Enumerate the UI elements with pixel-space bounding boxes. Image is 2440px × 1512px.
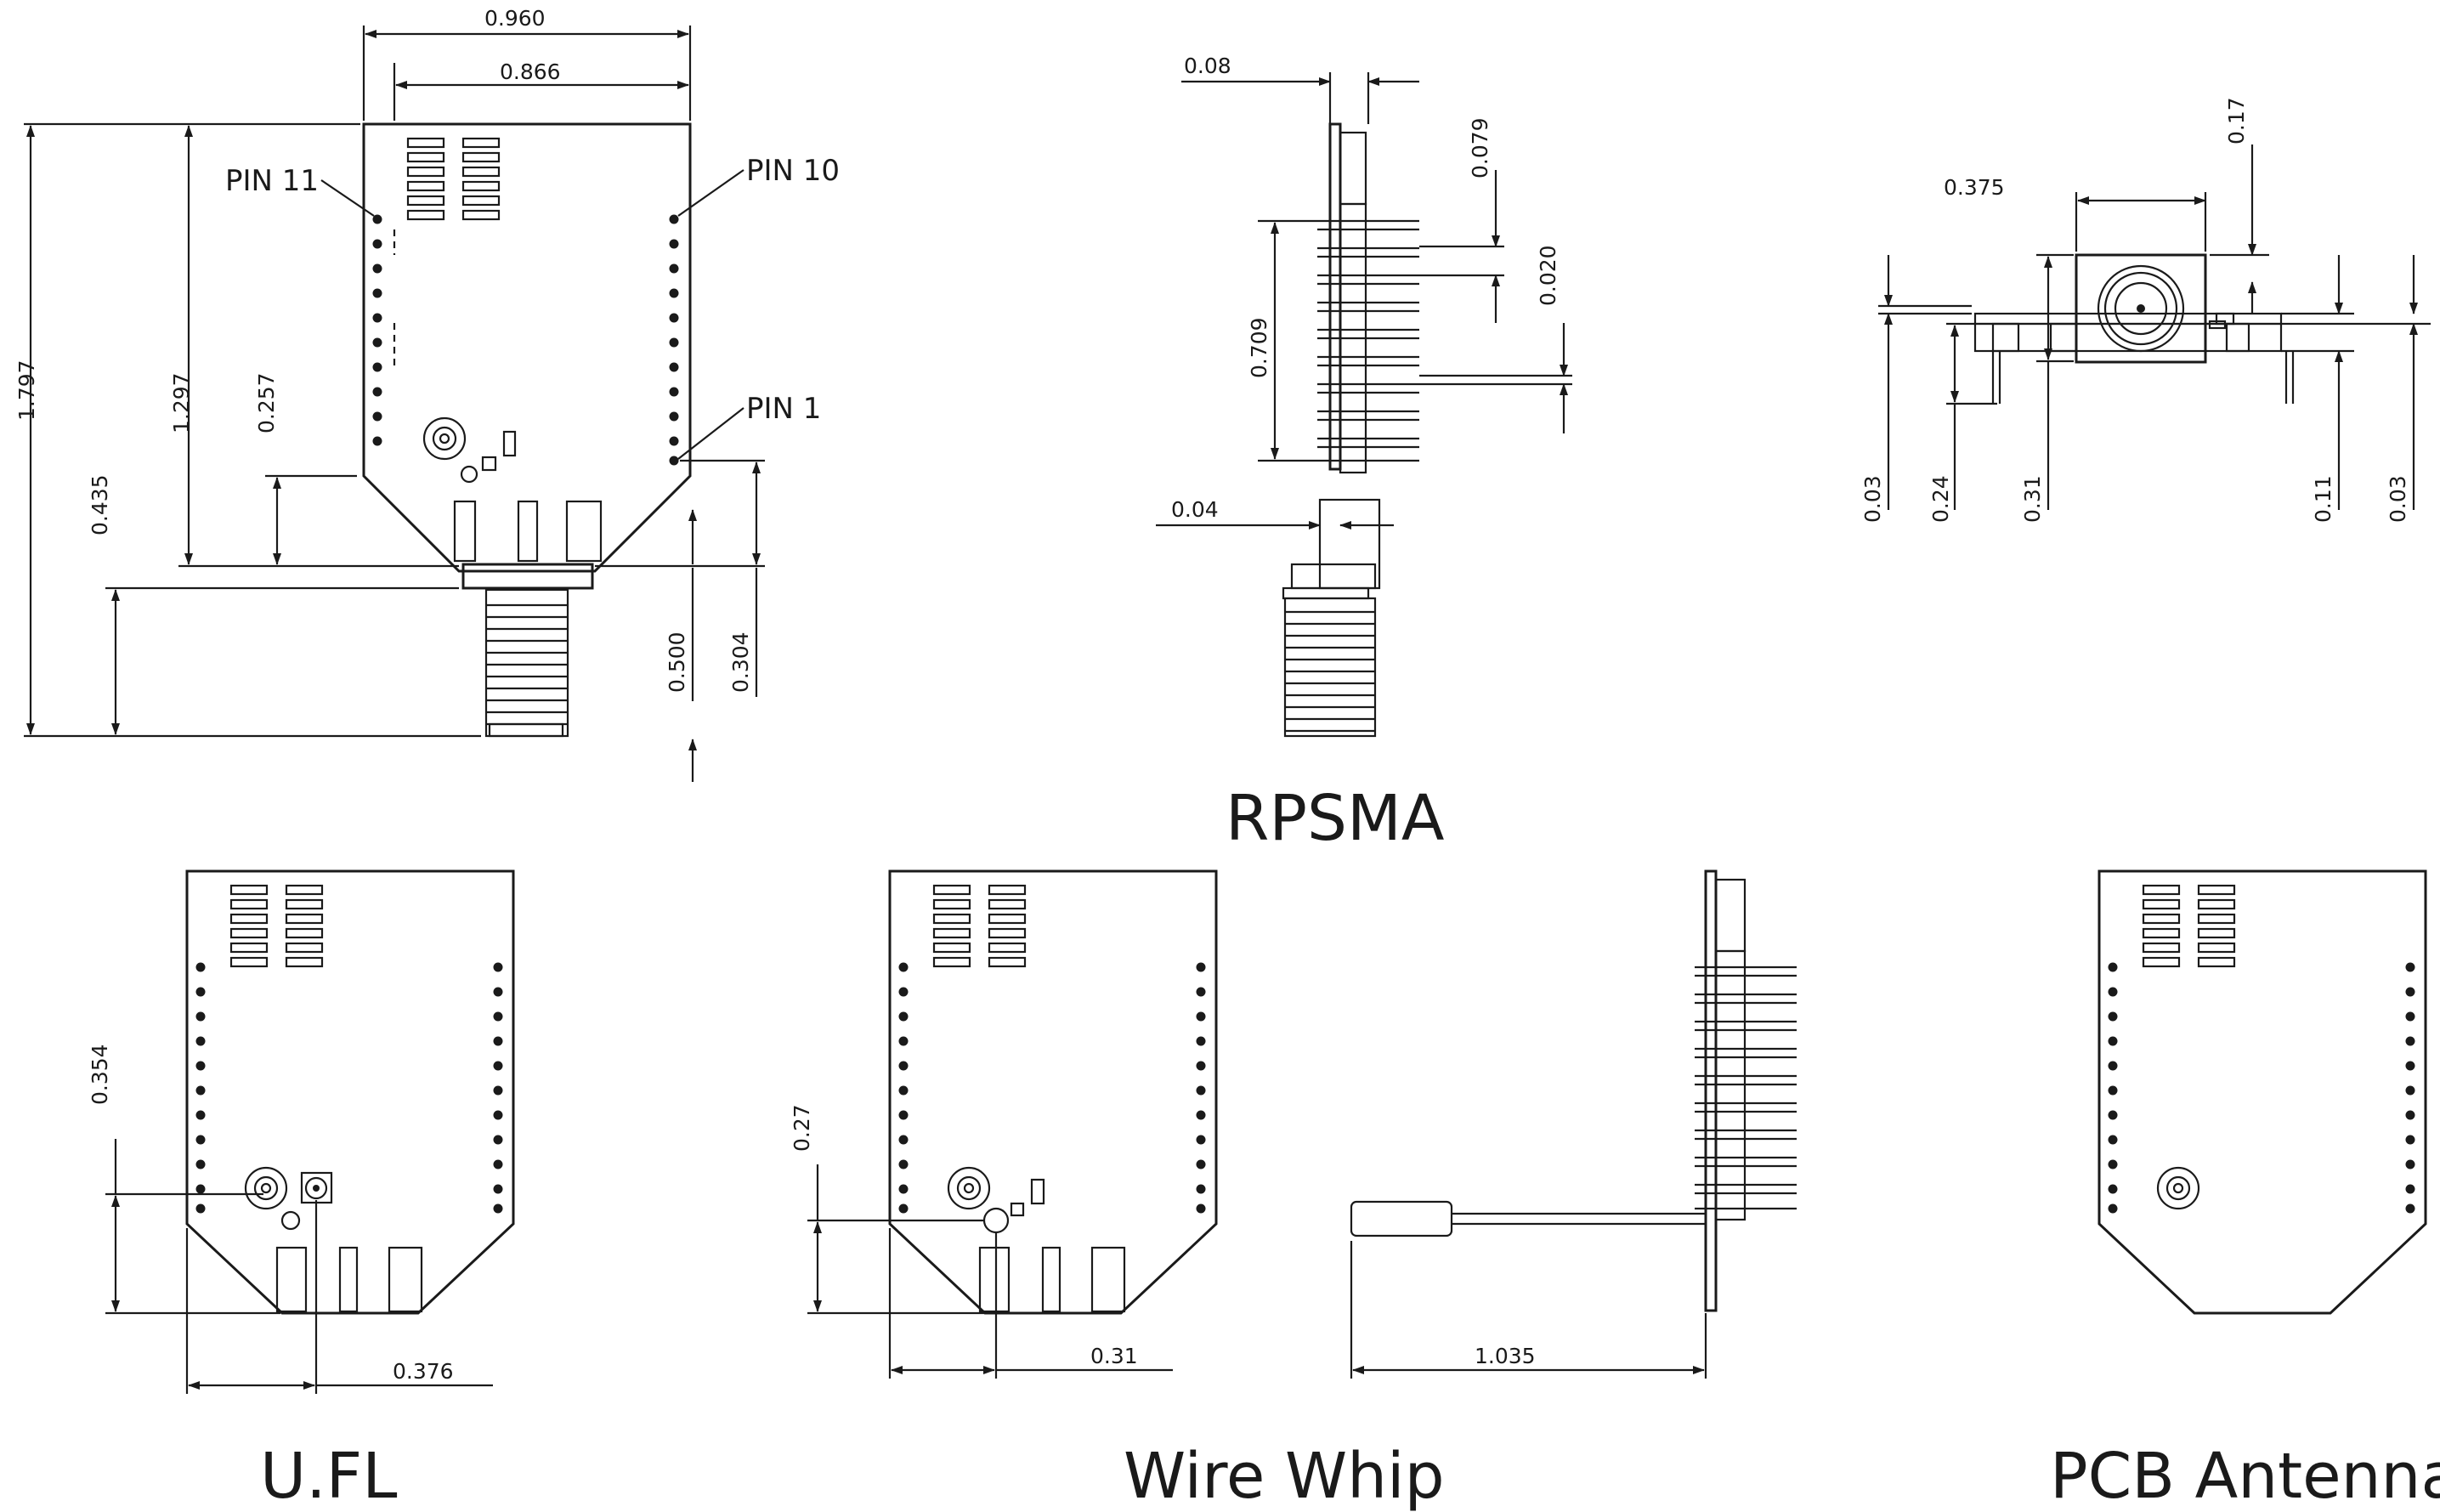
dim-ufl-height: 0.354 <box>88 1044 112 1105</box>
rpsma-front-view: 0.375 0.17 0.03 0.24 0.31 0.11 0.03 <box>1860 97 2431 523</box>
ufl-connector <box>244 1166 333 1231</box>
dim-front-b: 0.24 <box>1928 475 1953 523</box>
dim-front-e: 0.03 <box>2386 475 2410 523</box>
pin10-label: PIN 10 <box>746 154 840 188</box>
right-pin-row <box>669 214 679 466</box>
dim-whip-length: 1.035 <box>1475 1344 1536 1368</box>
dim-inner-width: 0.866 <box>500 59 561 84</box>
dim-front-c: 0.31 <box>2020 475 2045 523</box>
chip-pads <box>2142 884 2236 968</box>
wire-whip-top-view: 0.27 0.31 <box>790 869 1218 1379</box>
rpsma-side-view: 0.08 0.079 0.020 0.709 0.04 RPSMA <box>1156 54 1572 855</box>
dim-connector-offset: 0.304 <box>728 631 753 693</box>
dim-flange: 0.04 <box>1171 497 1219 522</box>
dim-side-thickness: 0.08 <box>1184 54 1231 78</box>
board-outline <box>2097 869 2427 1315</box>
caption-rpsma: RPSMA <box>1226 782 1445 855</box>
dim-pin1-height: 0.257 <box>254 372 279 433</box>
dim-pin-pitch-a: 0.079 <box>1468 117 1492 178</box>
left-pin-row <box>195 962 206 1214</box>
right-pin-row <box>493 962 503 1214</box>
dim-ufl-offset: 0.376 <box>393 1359 454 1384</box>
rpsma-top-view: PIN 11 PIN 10 PIN 1 0.960 0.866 1.797 1.… <box>14 6 840 782</box>
side-pins <box>1317 219 1419 462</box>
dim-board-height: 1.297 <box>169 372 194 433</box>
pcb-antenna-view: PCB Antenna <box>2050 869 2440 1512</box>
left-pin-row <box>898 962 909 1214</box>
right-pin-row <box>1196 962 1206 1214</box>
dim-whip-height: 0.27 <box>790 1104 814 1152</box>
board-outline <box>888 869 1218 1315</box>
dim-connector-base: 0.435 <box>88 474 112 535</box>
dim-antenna-length: 0.500 <box>665 631 689 693</box>
dim-front-width: 0.375 <box>1944 175 2005 200</box>
board-outline <box>362 122 692 573</box>
dim-front-a: 0.03 <box>1860 475 1885 523</box>
dim-total-height: 1.797 <box>14 360 39 421</box>
coax-connector <box>947 1166 1045 1234</box>
dim-top-width: 0.960 <box>484 6 546 31</box>
pin11-label: PIN 11 <box>225 164 319 198</box>
rpsma-jack <box>453 500 603 738</box>
coax-connector <box>422 416 517 484</box>
pin1-label: PIN 1 <box>746 392 821 426</box>
dim-front-top: 0.17 <box>2224 97 2249 144</box>
dim-pin-span: 0.709 <box>1247 317 1271 378</box>
chip-pads <box>406 137 501 221</box>
chip-pads <box>229 884 324 968</box>
left-pin-row <box>372 214 382 446</box>
dim-front-d: 0.11 <box>2311 475 2335 523</box>
caption-wire-whip: Wire Whip <box>1124 1440 1445 1512</box>
side-pins <box>1695 966 1797 1210</box>
ufl-view: 0.354 0.376 U.FL <box>88 869 515 1512</box>
caption-ufl: U.FL <box>260 1440 397 1512</box>
wire-whip-side-view: 1.035 Wire Whip <box>1124 869 1797 1512</box>
chip-pads <box>932 884 1027 968</box>
dim-whip-offset: 0.31 <box>1090 1344 1138 1368</box>
left-pin-row <box>2108 962 2118 1214</box>
dim-pin-pitch-b: 0.020 <box>1536 245 1560 306</box>
pcb-antenna-pad <box>2156 1166 2200 1210</box>
right-pin-row <box>2405 962 2415 1214</box>
caption-pcb-antenna: PCB Antenna <box>2050 1440 2440 1512</box>
board-outline <box>185 869 515 1315</box>
